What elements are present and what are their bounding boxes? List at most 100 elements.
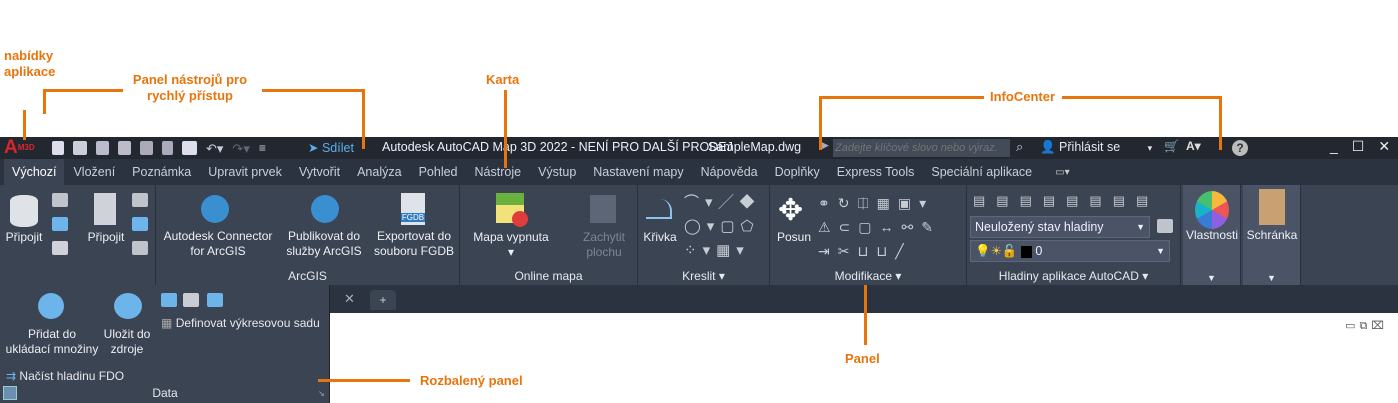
import-icon[interactable]: [132, 241, 148, 255]
search-icon[interactable]: ⌕: [1016, 139, 1024, 154]
label-line: souboru FGDB: [373, 244, 455, 258]
panel-draw: Křivka ⌒▾╱◆◯▾▢⬠⁘▾▦▾ Kreslit ▾: [638, 185, 770, 285]
share-button[interactable]: ➤ Sdílet: [308, 141, 354, 155]
tab-doplnky[interactable]: Doplňky: [774, 165, 820, 179]
lock-icon[interactable]: [183, 293, 199, 307]
map-off-button[interactable]: Mapa vypnuta▾: [473, 230, 549, 259]
leader-line: [262, 89, 365, 92]
tab-nastaveni-mapy[interactable]: Nastavení mapy: [593, 165, 684, 179]
window-title: Autodesk AutoCAD Map 3D 2022 - NENÍ PRO …: [382, 140, 733, 154]
draw-tools[interactable]: ⌒▾╱◆◯▾▢⬠⁘▾▦▾: [684, 194, 761, 259]
panel-title-modify[interactable]: Modifikace ▾: [834, 269, 902, 283]
panel-title-layers[interactable]: Hladiny aplikace AutoCAD ▾: [998, 269, 1149, 283]
layer-state-dropdown[interactable]: Neuložený stav hladiny▼: [970, 216, 1150, 238]
connect-button[interactable]: Připojit: [5, 230, 43, 244]
leader-line: [362, 89, 365, 149]
leader-line: [819, 96, 822, 150]
leader-line: [504, 90, 507, 168]
help-icon[interactable]: ?: [1232, 140, 1248, 156]
label: Hladiny aplikace AutoCAD: [998, 269, 1139, 283]
tab-vystup[interactable]: Výstup: [538, 165, 577, 179]
label-line: zdroje: [110, 342, 144, 356]
clipboard-expand-icon[interactable]: ▼: [1267, 273, 1276, 283]
undo-icon[interactable]: ↶▾: [206, 141, 224, 156]
leader-line: [318, 379, 410, 382]
image-icon[interactable]: [132, 217, 148, 231]
tab-express-tools[interactable]: Express Tools: [836, 165, 915, 179]
polyline-icon: [646, 199, 672, 219]
table-icon[interactable]: [52, 241, 68, 255]
remove-icon[interactable]: [207, 293, 223, 307]
layer-tools[interactable]: ▤▤▤▤▤▤▤▤: [973, 193, 1160, 208]
dialog-launcher-icon[interactable]: ↘: [318, 389, 325, 398]
properties-button[interactable]: Vlastnosti: [1185, 228, 1239, 242]
new-icon[interactable]: [52, 141, 64, 155]
drawing-window-controls[interactable]: ▭⧉⌧: [1345, 320, 1388, 332]
filter-icon[interactable]: [132, 193, 148, 207]
tab-vlozeni[interactable]: Vložení: [73, 165, 116, 179]
new-tab-button[interactable]: +: [370, 290, 396, 310]
tab-vytvorit[interactable]: Vytvořit: [298, 165, 341, 179]
tab-analyza[interactable]: Analýza: [357, 165, 402, 179]
tab-napoveda[interactable]: Nápověda: [700, 165, 758, 179]
data-filter-icon[interactable]: [52, 193, 68, 207]
save-icon[interactable]: [96, 141, 109, 155]
tab-nastroje[interactable]: Nástroje: [474, 165, 522, 179]
polyline-button[interactable]: Křivka: [643, 230, 677, 244]
expand-icon[interactable]: ▶: [822, 140, 829, 150]
tab-vychozi[interactable]: Výchozí: [4, 159, 65, 185]
capture-area-icon: [590, 195, 616, 223]
tab-pohled[interactable]: Pohled: [418, 165, 458, 179]
properties-expand-icon[interactable]: ▼: [1207, 273, 1216, 283]
panel-title-online-map[interactable]: Online mapa: [514, 269, 583, 283]
label-line: Autodesk Connector: [163, 229, 273, 243]
label: Modifikace: [834, 269, 892, 283]
attach-button[interactable]: Připojit: [87, 230, 125, 244]
panel-title-arcgis[interactable]: ArcGIS: [288, 269, 327, 283]
close-tab-icon[interactable]: ✕: [344, 291, 355, 306]
search-input[interactable]: [833, 139, 1010, 157]
mobile-icon[interactable]: [162, 141, 173, 155]
tab-specialni-aplikace[interactable]: Speciální aplikace: [931, 165, 1033, 179]
ribbon-minimize-button[interactable]: ▭▾: [1055, 166, 1070, 178]
move-button[interactable]: Posun: [776, 230, 812, 244]
query-icon[interactable]: [52, 217, 68, 231]
modify-tools[interactable]: ⚭↻⎅▦▣▾⚠⊂▢↔⚯✎⇥✂⊔⊔╱: [818, 195, 941, 259]
add-to-save-set-icon: [38, 293, 64, 319]
redo-icon[interactable]: ↷▾: [232, 141, 250, 156]
cart-icon[interactable]: 🛒: [1164, 139, 1179, 153]
load-fdo-layer-button[interactable]: ⇉ Načíst hladinu FDO: [6, 369, 125, 383]
label-line: for ArcGIS: [190, 244, 246, 258]
publish-icon[interactable]: [140, 141, 153, 155]
signin-label: Přihlásit se: [1059, 140, 1121, 154]
panel-title-draw[interactable]: Kreslit ▾: [682, 269, 725, 283]
layer-properties-icon[interactable]: [1157, 219, 1173, 233]
tab-upravit-prvek[interactable]: Upravit prvek: [208, 165, 282, 179]
open-icon[interactable]: [73, 141, 87, 155]
panel-data: Připojit Připojit: [0, 185, 156, 285]
title-bar: AM3D ↶▾ ↷▾ ≡ ➤ Sdílet Autodesk AutoCAD M…: [0, 137, 1398, 159]
customize-icon[interactable]: ≡: [258, 141, 266, 155]
ribbon-tabs: Výchozí Vložení Poznámka Upravit prvek V…: [0, 159, 1398, 185]
print-icon[interactable]: [182, 141, 197, 155]
define-drawing-set-button[interactable]: ▦ Definovat výkresovou sadu: [161, 316, 320, 330]
leader-line: [23, 110, 26, 140]
save-as-icon[interactable]: [118, 141, 131, 155]
autodesk-account-icon[interactable]: A▾: [1186, 139, 1201, 153]
layer-dropdown[interactable]: 💡☀🔓 0▼: [970, 240, 1170, 262]
app-menu-button[interactable]: AM3D: [4, 137, 35, 158]
check-out-icon[interactable]: [161, 293, 177, 307]
window-controls[interactable]: _☐✕: [1330, 138, 1398, 154]
tab-poznamka[interactable]: Poznámka: [132, 165, 192, 179]
clipboard-button[interactable]: Schránka: [1246, 228, 1298, 242]
signin-button[interactable]: 👤 Přihlásit se ▾: [1040, 140, 1153, 154]
pin-icon[interactable]: [3, 386, 17, 400]
label: Neuložený stav hladiny: [975, 220, 1104, 234]
